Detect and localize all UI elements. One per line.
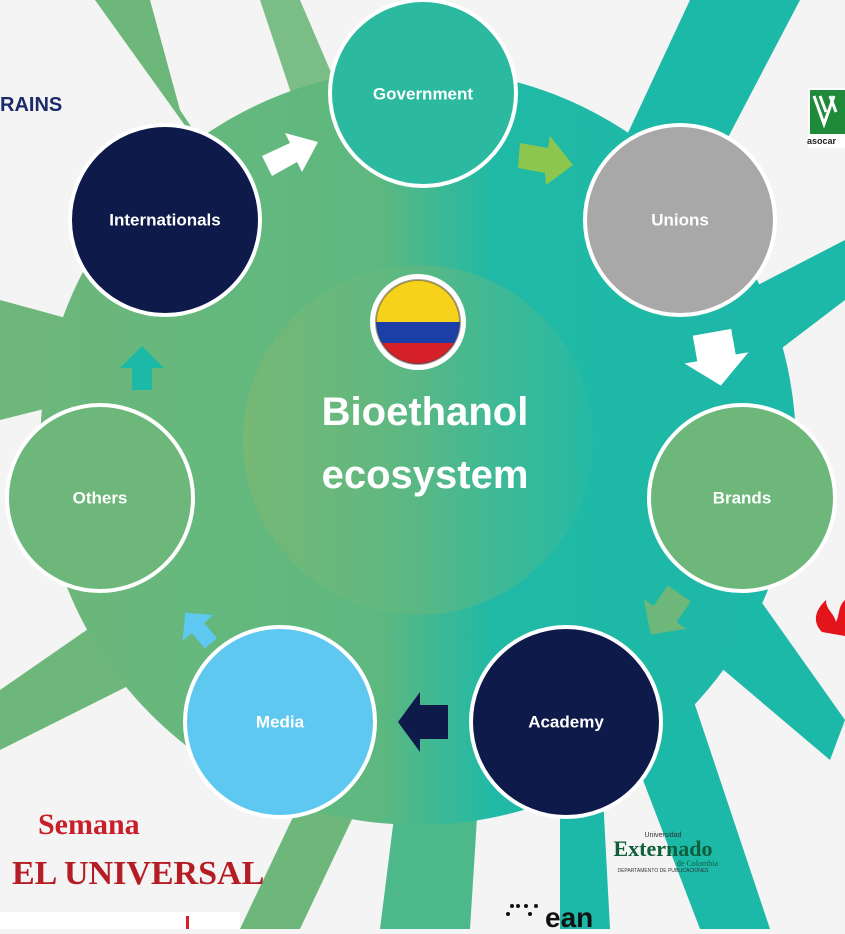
ean-logo-dots (506, 904, 538, 916)
node-brands-label: Brands (713, 488, 772, 507)
santander-logo (815, 600, 845, 636)
arrow-brands-to-academy (643, 585, 691, 635)
node-unions-label: Unions (651, 210, 709, 229)
node-media-label: Media (256, 712, 305, 731)
node-internationals-circle (68, 123, 262, 317)
logo-strip (0, 912, 240, 929)
asocana-logo (808, 88, 845, 148)
node-media[interactable]: Media (183, 625, 377, 819)
center-title-line1: Bioethanol (322, 390, 529, 434)
node-others-label: Others (73, 488, 128, 507)
arrow-government-to-unions (518, 136, 573, 185)
arrow-internationals-to-government (262, 133, 318, 176)
logo-asocana-text: asocar (807, 136, 837, 146)
logo-el-universal: EL UNIVERSAL (12, 855, 265, 892)
node-unions[interactable]: Unions (583, 123, 777, 317)
colombia-flag-icon (370, 274, 466, 370)
inner-circle (243, 265, 593, 615)
cycle-arrows (120, 133, 749, 752)
node-government-label: Government (373, 84, 473, 103)
node-academy-circle (469, 625, 663, 819)
externado-university-label: Universidad (644, 832, 682, 839)
node-internationals[interactable]: Internationals (68, 123, 262, 317)
center-title-line2: ecosystem (322, 453, 529, 497)
node-government-circle (328, 0, 518, 188)
red-mark-icon (186, 916, 189, 929)
externado-sub1: de Colombia (676, 859, 718, 868)
node-academy-label: Academy (528, 712, 604, 731)
arrow-unions-to-brands (684, 328, 749, 386)
logo-ean: ean (545, 902, 594, 933)
arrow-media-to-others (182, 612, 217, 649)
logo-semana: Semana (38, 808, 140, 841)
node-others-circle (5, 403, 195, 593)
externado-sub2: DEPARTAMENTO DE PUBLICACIONES (617, 868, 709, 874)
externado-name: Externado (613, 836, 713, 861)
node-unions-circle (583, 123, 777, 317)
logo-externado: Universidad Externado de Colombia DEPART… (598, 832, 728, 874)
node-media-circle (183, 625, 377, 819)
node-brands[interactable]: Brands (647, 403, 837, 593)
node-government[interactable]: Government (328, 0, 518, 188)
arrow-others-to-internationals (120, 346, 164, 390)
arrow-academy-to-media (398, 692, 448, 752)
node-brands-circle (647, 403, 837, 593)
node-others[interactable]: Others (5, 403, 195, 593)
node-academy[interactable]: Academy (469, 625, 663, 819)
node-internationals-label: Internationals (109, 210, 220, 229)
logo-rains: RAINS (0, 94, 63, 116)
